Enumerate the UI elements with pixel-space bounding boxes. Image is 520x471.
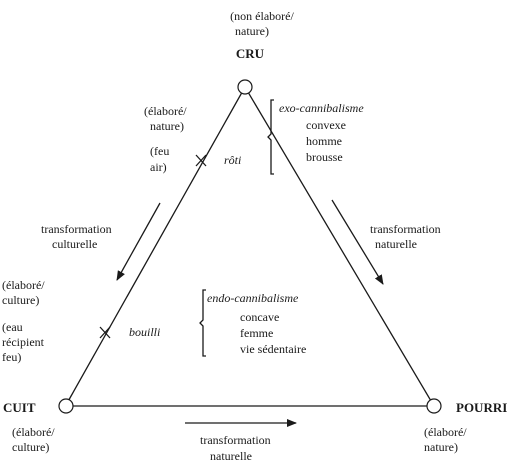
exo-trait-1: convexe xyxy=(306,118,346,132)
bouilli-cross-mark xyxy=(99,326,111,339)
bouilli-note2-line-2: récipient xyxy=(2,335,45,349)
exo-trait-3: brousse xyxy=(306,150,343,164)
cru-note-line-1: (non élaboré/ xyxy=(230,9,294,23)
naturelle-right-arrow xyxy=(331,199,384,285)
roti-note1-line-2: nature) xyxy=(150,119,184,133)
triangle xyxy=(65,86,435,407)
roti-cross-mark xyxy=(195,154,207,167)
cuit-note-line-1: (élaboré/ xyxy=(12,425,55,439)
pourri-label: POURRI xyxy=(456,400,507,415)
culturelle-arrow xyxy=(116,202,161,281)
left-edge xyxy=(65,86,246,406)
pourri-note-line-1: (élaboré/ xyxy=(424,425,467,439)
naturelle-right-line-1: transformation xyxy=(370,222,441,236)
pourri-vertex-circle xyxy=(426,398,442,414)
naturelle-bottom-line-2: naturelle xyxy=(210,449,252,463)
naturelle-bottom-line-1: transformation xyxy=(200,433,271,447)
pourri-note-line-2: nature) xyxy=(424,440,458,454)
endo-trait-3: vie sédentaire xyxy=(240,342,306,356)
exo-bracket xyxy=(267,99,274,175)
bouilli-label: bouilli xyxy=(129,325,160,339)
endo-bracket xyxy=(199,289,206,357)
cuit-vertex-circle xyxy=(58,398,74,414)
cru-vertex-circle xyxy=(237,79,253,95)
endo-cannibalism-label: endo-cannibalisme xyxy=(207,291,299,305)
bouilli-note1-line-2: culture) xyxy=(2,293,39,307)
endo-trait-1: concave xyxy=(240,310,279,324)
culturelle-line-1: transformation xyxy=(41,222,112,236)
cuit-note-line-2: culture) xyxy=(12,440,49,454)
bouilli-note2-line-1: (eau xyxy=(2,320,23,334)
exo-trait-2: homme xyxy=(306,134,342,148)
cru-note-line-2: nature) xyxy=(235,24,269,38)
endo-trait-2: femme xyxy=(240,326,273,340)
roti-label: rôti xyxy=(224,153,241,167)
right-edge xyxy=(244,86,435,407)
cuit-label: CUIT xyxy=(3,400,36,415)
roti-note2-line-1: (feu xyxy=(150,144,169,158)
culturelle-line-2: culturelle xyxy=(52,237,97,251)
cru-label: CRU xyxy=(236,46,265,61)
roti-note2-line-2: air) xyxy=(150,160,167,174)
bouilli-note1-line-1: (élaboré/ xyxy=(2,278,45,292)
bouilli-note2-line-3: feu) xyxy=(2,350,21,364)
roti-note1-line-1: (élaboré/ xyxy=(144,104,187,118)
exo-cannibalism-label: exo-cannibalisme xyxy=(279,101,364,115)
naturelle-right-line-2: naturelle xyxy=(375,237,417,251)
